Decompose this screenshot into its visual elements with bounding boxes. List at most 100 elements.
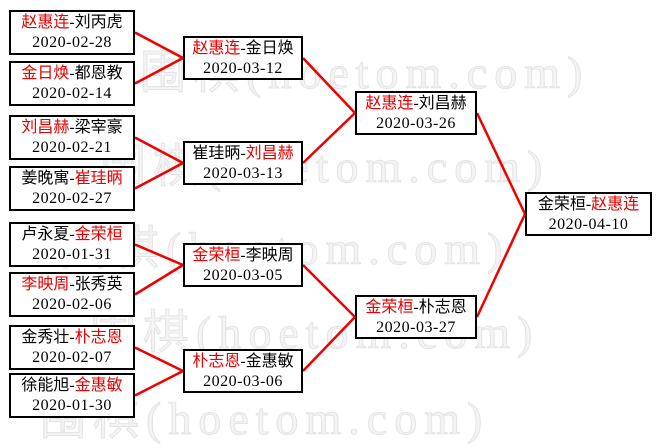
player-name-left: 赵惠连 [192, 40, 241, 57]
match-date: 2020-03-12 [203, 60, 283, 77]
match-players: 金荣桓-李映周 [185, 246, 301, 266]
match-players: 金秀壮-朴志恩 [11, 328, 133, 348]
player-name-right: 金荣桓 [74, 226, 123, 243]
vs-dash: - [240, 247, 246, 264]
match-date: 2020-03-13 [203, 165, 283, 182]
player-name-right: 都恩教 [74, 65, 123, 82]
match-date: 2020-02-06 [32, 296, 112, 313]
vs-dash: - [69, 226, 75, 243]
match-players: 赵惠连-金日焕 [185, 39, 301, 59]
match-players: 朴志恩-金惠敏 [185, 352, 301, 372]
match-date: 2020-04-10 [548, 216, 629, 233]
match-players: 金日焕-都恩教 [11, 64, 133, 84]
vs-dash: - [413, 95, 419, 112]
player-name-right: 李映周 [245, 247, 294, 264]
player-name-left: 金荣桓 [365, 299, 414, 316]
match-players: 李映周-张秀英 [11, 275, 133, 295]
vs-dash: - [240, 353, 246, 370]
player-name-left: 崔珪昞 [192, 145, 241, 162]
player-name-left: 朴志恩 [192, 353, 241, 370]
vs-dash: - [69, 170, 75, 187]
vs-dash: - [69, 377, 75, 394]
match-date: 2020-02-07 [32, 349, 112, 366]
match-players: 金荣桓-赵惠连 [527, 195, 650, 215]
player-name-left: 卢永夏 [21, 226, 70, 243]
match-players: 卢永夏-金荣桓 [11, 225, 133, 245]
connector-line [302, 316, 356, 372]
player-name-right: 刘昌赫 [418, 95, 467, 112]
connector-line [134, 136, 184, 165]
vs-dash: - [69, 119, 75, 136]
player-name-left: 姜晚寓 [21, 170, 70, 187]
connector-line [134, 161, 184, 190]
match-date: 2020-03-26 [376, 115, 456, 132]
match-date: 2020-02-14 [32, 85, 112, 102]
match-date: 2020-02-27 [32, 190, 112, 207]
match-players: 刘昌赫-梁宰豪 [11, 118, 133, 138]
match-players: 赵惠连-刘丙虎 [11, 13, 133, 33]
connector-line [134, 369, 184, 397]
player-name-right: 刘昌赫 [245, 145, 294, 162]
player-name-left: 刘昌赫 [21, 119, 70, 136]
match-date: 2020-01-30 [32, 397, 112, 414]
vs-dash: - [240, 40, 246, 57]
connector-line [134, 243, 184, 267]
match-players: 姜晚寓-崔珪昞 [11, 169, 133, 189]
match-date: 2020-02-28 [32, 34, 112, 51]
vs-dash: - [69, 65, 75, 82]
player-name-right: 刘丙虎 [74, 14, 123, 31]
player-name-left: 赵惠连 [21, 14, 70, 31]
vs-dash: - [69, 276, 75, 293]
connector-line [302, 112, 356, 164]
player-name-left: 金荣桓 [537, 196, 586, 213]
player-name-left: 徐能旭 [21, 377, 70, 394]
player-name-right: 赵惠连 [591, 196, 640, 213]
match-date: 2020-03-05 [203, 267, 283, 284]
match-date: 2020-03-27 [376, 319, 456, 336]
vs-dash: - [585, 196, 592, 213]
connector-line [302, 264, 356, 318]
connector-line [134, 346, 184, 373]
player-name-left: 李映周 [21, 276, 70, 293]
match-players: 徐能旭-金惠敏 [11, 376, 133, 396]
player-name-right: 金惠敏 [245, 353, 294, 370]
player-name-left: 金秀壮 [21, 329, 70, 346]
match-players: 金荣桓-朴志恩 [357, 298, 475, 318]
vs-dash: - [413, 299, 419, 316]
player-name-right: 金日焕 [245, 40, 294, 57]
player-name-right: 金惠敏 [74, 377, 123, 394]
connector-line [134, 31, 184, 60]
player-name-right: 梁宰豪 [74, 119, 123, 136]
match-date: 2020-01-31 [32, 246, 112, 263]
connector-line [302, 57, 356, 114]
connector-line [134, 56, 184, 85]
vs-dash: - [69, 329, 75, 346]
vs-dash: - [240, 145, 246, 162]
match-date: 2020-02-21 [32, 139, 112, 156]
player-name-right: 崔珪昞 [74, 170, 123, 187]
match-box-S1: 赵惠连-刘昌赫 2020-03-26 [355, 91, 477, 135]
match-players: 崔珪昞-刘昌赫 [185, 144, 301, 164]
match-date: 2020-03-06 [203, 373, 283, 390]
player-name-left: 金荣桓 [192, 247, 241, 264]
vs-dash: - [69, 14, 75, 31]
connector-layer [134, 31, 527, 397]
player-name-right: 张秀英 [74, 276, 123, 293]
player-name-left: 赵惠连 [365, 95, 414, 112]
player-name-right: 朴志恩 [74, 329, 123, 346]
player-name-left: 金日焕 [21, 65, 70, 82]
